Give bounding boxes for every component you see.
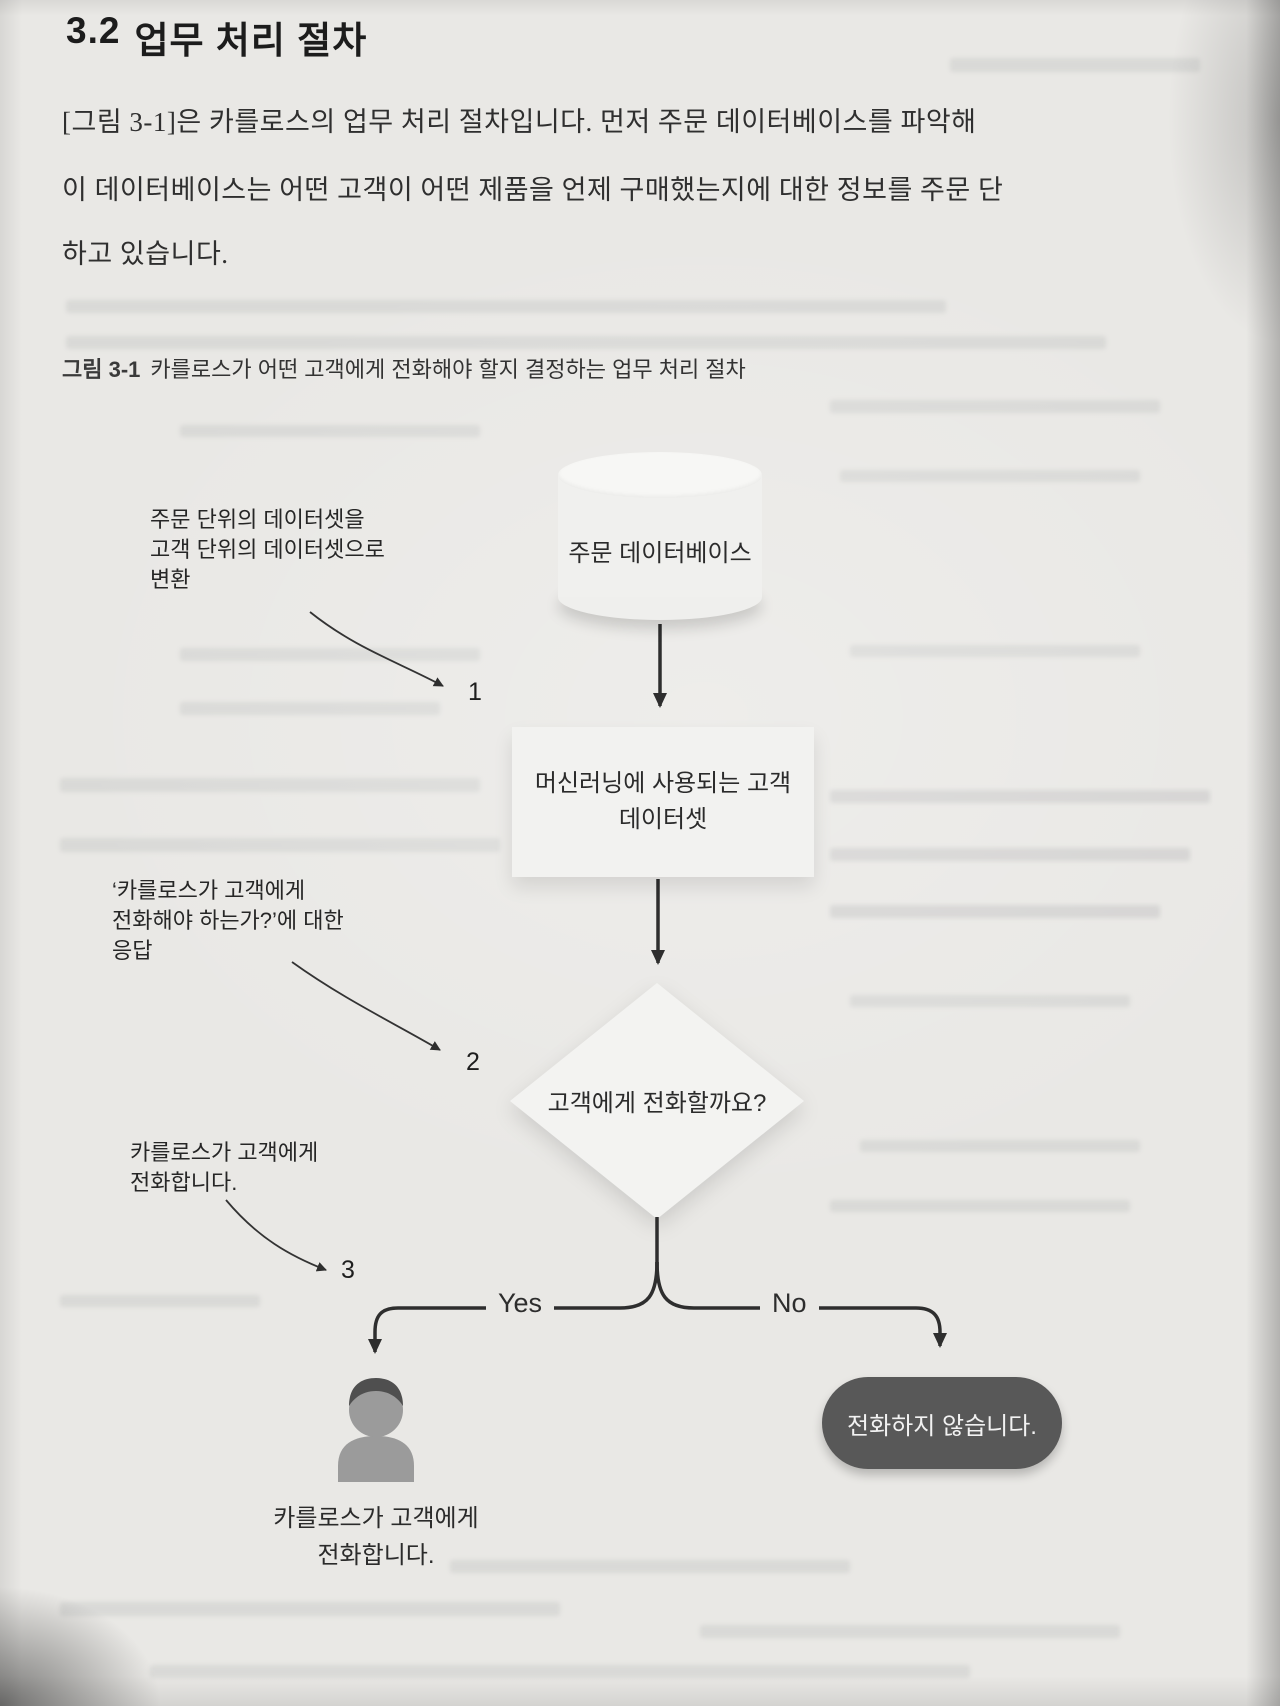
paragraph-line: 이 데이터베이스는 어떤 고객이 어떤 제품을 언제 구매했는지에 대한 정보를… (62, 175, 1004, 205)
annotation-2-arrow (291, 961, 441, 1051)
annotation-1-line2: 고객 단위의 데이터셋으로 (150, 537, 385, 562)
ghost-text-line (830, 1200, 1130, 1212)
annotation-2-number: 2 (466, 1048, 480, 1076)
dataset-label-line2: 데이터셋 (618, 806, 708, 833)
ghost-text-line (830, 848, 1190, 861)
figure-label: 그림 3-1 (62, 357, 141, 382)
figure-caption-text: 카를로스가 어떤 고객에게 전화해야 할지 결정하는 업무 처리 절차 (150, 357, 746, 382)
ghost-text-line (60, 1295, 260, 1307)
ghost-text-line (860, 1140, 1140, 1152)
annotation-1-number: 1 (468, 678, 482, 706)
yes-result-line2: 전화합니다. (317, 1542, 435, 1569)
annotation-3-line2: 전화합니다. (130, 1170, 238, 1195)
annotation-2-line1: ‘카를로스가 고객에게 (112, 878, 306, 903)
no-result-label: 전화하지 않습니다. (847, 1412, 1037, 1440)
section-title: 업무 처리 절차 (134, 20, 368, 61)
ghost-text-line (850, 645, 1140, 657)
ghost-text-line (60, 1602, 560, 1616)
figure-caption: 그림 3-1 카를로스가 어떤 고객에게 전화해야 할지 결정하는 업무 처리 절… (62, 352, 746, 384)
ghost-text-line (66, 336, 1106, 349)
ghost-text-line (66, 300, 946, 313)
ghost-text-line (950, 58, 1200, 72)
cylinder-top (558, 452, 762, 498)
yes-branch-label: Yes (486, 1288, 555, 1319)
ghost-text-line (700, 1625, 1120, 1638)
person-icon (338, 1378, 414, 1482)
section-number: 3.2 (66, 10, 121, 51)
ghost-text-line (850, 995, 1130, 1007)
ghost-text-line (830, 905, 1160, 918)
section-heading: 3.2 업무 처리 절차 (66, 10, 367, 64)
ghost-text-line (830, 790, 1210, 803)
paragraph-line: 하고 있습니다. (62, 239, 229, 269)
no-branch-label: No (760, 1288, 819, 1319)
annotation-1-arrow (309, 611, 444, 687)
annotation-2: ‘카를로스가 고객에게 전화해야 하는가?’에 대한 응답 (112, 876, 344, 966)
yes-result-line1: 카를로스가 고객에게 (273, 1505, 479, 1532)
ghost-text-line (60, 778, 480, 792)
annotation-3: 카를로스가 고객에게 전화합니다. (130, 1138, 318, 1198)
annotation-3-arrow (225, 1199, 327, 1272)
ghost-text-line (150, 1665, 970, 1678)
annotation-1: 주문 단위의 데이터셋을 고객 단위의 데이터셋으로 변환 (150, 505, 385, 595)
database-node: 주문 데이터베이스 (558, 452, 762, 620)
ghost-text-line (840, 470, 1140, 482)
annotation-2-line2: 전화해야 하는가?’에 대한 (112, 908, 344, 933)
annotation-1-line1: 주문 단위의 데이터셋을 (150, 507, 365, 532)
annotation-2-line3: 응답 (112, 938, 153, 963)
annotation-3-number: 3 (341, 1256, 355, 1284)
decision-label: 고객에게 전화할까요? (547, 1090, 767, 1117)
annotation-3-line1: 카를로스가 고객에게 (130, 1140, 319, 1165)
ghost-text-line (830, 400, 1160, 413)
database-label: 주문 데이터베이스 (568, 540, 752, 567)
no-result-node: 전화하지 않습니다. (822, 1377, 1062, 1469)
dataset-label-line1: 머신러닝에 사용되는 고객 (534, 770, 792, 797)
ghost-text-line (180, 648, 480, 661)
dataset-node: 머신러닝에 사용되는 고객 데이터셋 (512, 727, 814, 877)
annotation-1-line3: 변환 (150, 567, 191, 592)
ghost-text-line (60, 838, 500, 852)
yes-result-caption: 카를로스가 고객에게 전화합니다. (266, 1500, 486, 1574)
ghost-text-line (180, 702, 440, 715)
paragraph-line: [그림 3-1]은 카를로스의 업무 처리 절차입니다. 먼저 주문 데이터베이… (62, 107, 977, 137)
ghost-text-line (450, 1560, 850, 1573)
ghost-text-line (180, 425, 480, 437)
